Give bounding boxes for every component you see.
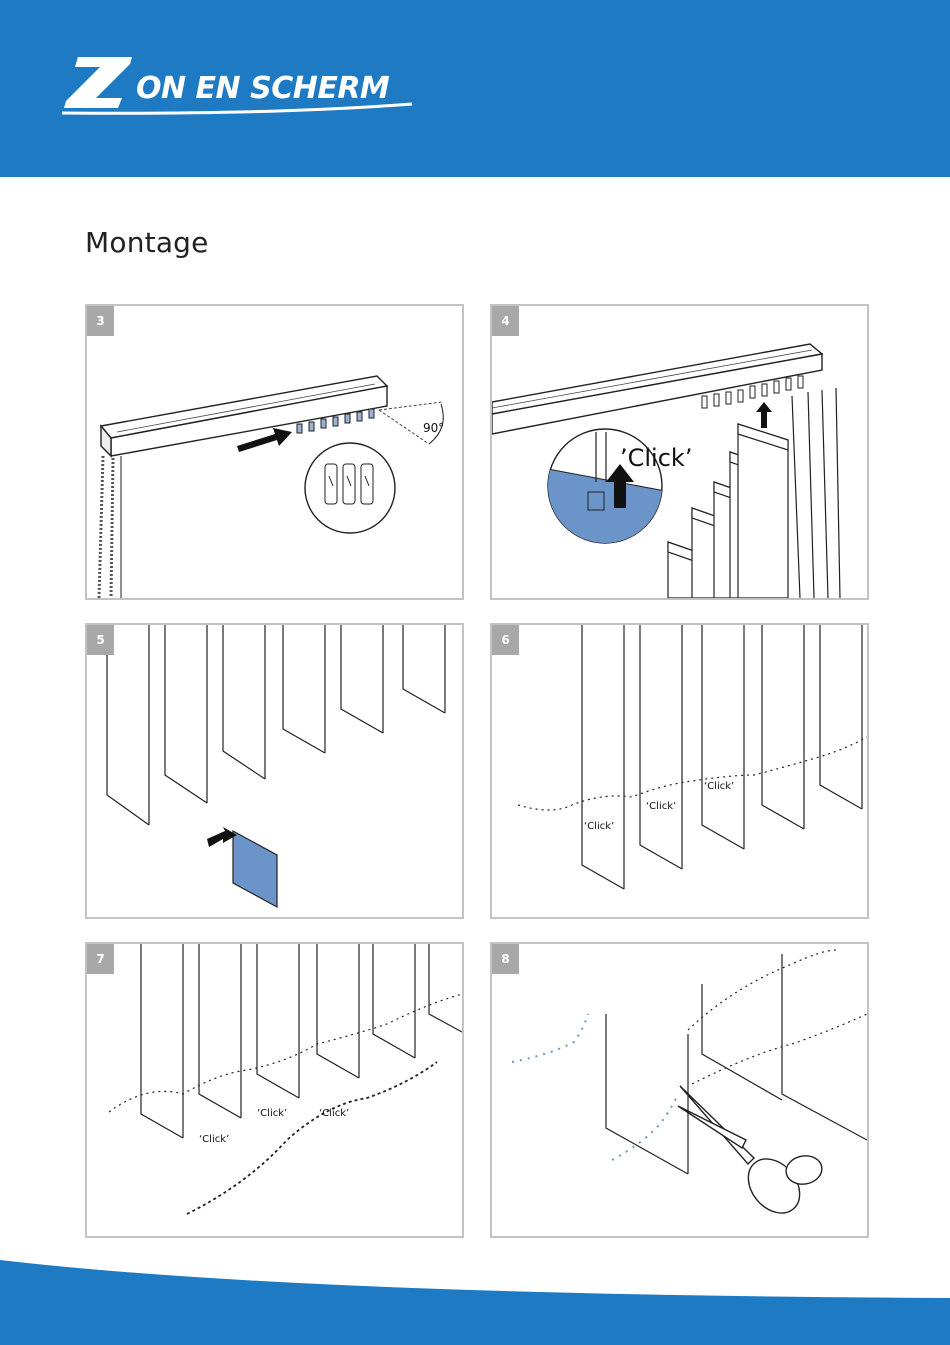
step-panel-6: 6 ‘Click’ ‘Click’ ‘Click’ <box>490 623 869 919</box>
slat-hanging-illustration: ’Click’ <box>492 306 867 598</box>
step-panel-3: 3 90° <box>85 304 464 600</box>
click-label: ’Click’ <box>620 444 692 472</box>
click-label: ‘Click’ <box>646 801 676 812</box>
footer-wave <box>0 1250 950 1345</box>
chain-cut-illustration <box>492 944 867 1236</box>
svg-text:ON EN SCHERM: ON EN SCHERM <box>136 71 390 106</box>
header-banner: ON EN SCHERM <box>0 0 950 177</box>
weight-insert-illustration <box>87 625 462 917</box>
step-number: 4 <box>492 306 519 336</box>
click-label: ‘Click’ <box>257 1108 287 1119</box>
click-label: ‘Click’ <box>704 781 734 792</box>
click-label: ‘Click’ <box>319 1108 349 1119</box>
rail-illustration: 90° <box>87 306 462 598</box>
chain-route-illustration: ‘Click’ ‘Click’ ‘Click’ <box>87 944 462 1236</box>
step-number: 5 <box>87 625 114 655</box>
page-title: Montage <box>85 226 209 259</box>
step-panel-7: 7 ‘Click’ ‘Click’ ‘Click’ <box>85 942 464 1238</box>
step-number: 3 <box>87 306 114 336</box>
step-panel-8: 8 <box>490 942 869 1238</box>
click-label: ‘Click’ <box>199 1134 229 1145</box>
step-number: 6 <box>492 625 519 655</box>
brand-logo: ON EN SCHERM <box>58 50 418 120</box>
step-panel-4: 4 <box>490 304 869 600</box>
step-number: 8 <box>492 944 519 974</box>
chain-attach-illustration: ‘Click’ ‘Click’ ‘Click’ <box>492 625 867 917</box>
click-label: ‘Click’ <box>584 821 614 832</box>
step-number: 7 <box>87 944 114 974</box>
step-panel-5: 5 <box>85 623 464 919</box>
angle-label: 90° <box>423 421 444 435</box>
